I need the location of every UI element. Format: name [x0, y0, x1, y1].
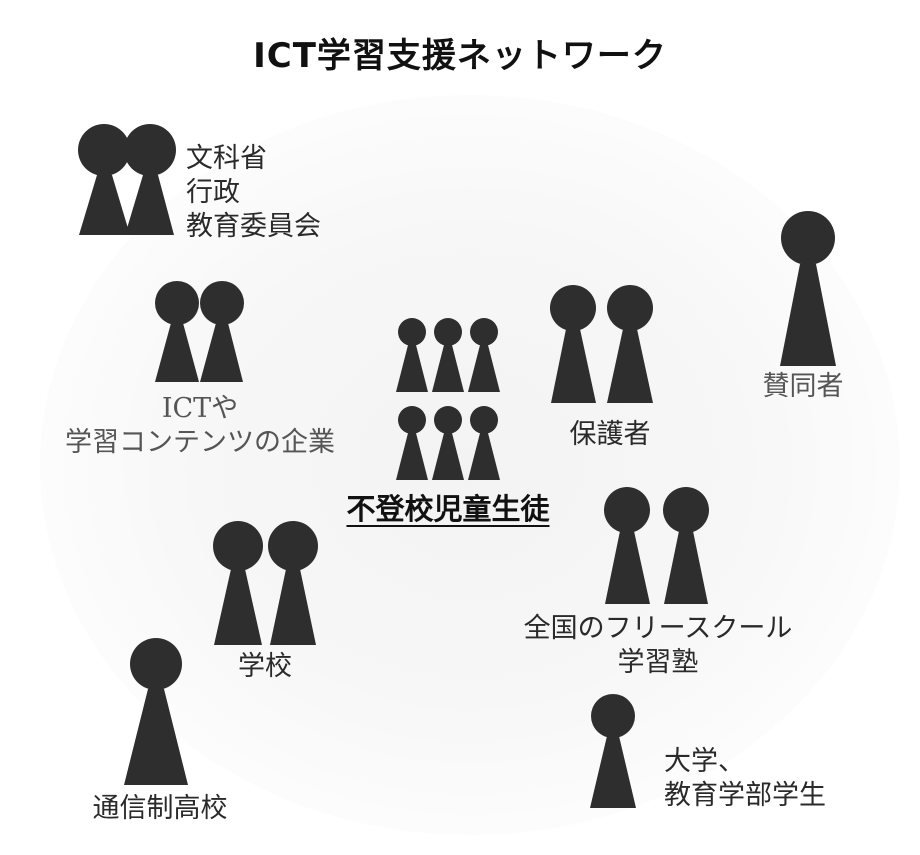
- person-figure-companies-2: [200, 281, 244, 382]
- label-companies: ICTや学習コンテンツの企業: [65, 393, 335, 458]
- person-figure-supporter: [780, 211, 836, 366]
- person-figure-student-6: [468, 406, 500, 480]
- diagram-title: ICT学習支援ネットワーク: [253, 36, 667, 76]
- person-figure-guardian-1: [550, 285, 596, 403]
- label-university: 大学、教育学部学生: [664, 746, 826, 811]
- person-figure-ministry-2: [124, 124, 176, 235]
- label-correspondence: 通信制高校: [92, 793, 228, 824]
- background-glow: [40, 95, 900, 835]
- label-freeschools: 全国のフリースクール学習塾: [523, 613, 793, 678]
- person-figure-guardian-2: [607, 285, 653, 403]
- person-figure-companies-1: [155, 281, 199, 382]
- label-schools: 学校: [238, 651, 292, 682]
- person-figure-school-1: [213, 521, 263, 645]
- person-figure-student-4: [396, 406, 428, 480]
- label-guardians: 保護者: [569, 419, 651, 450]
- person-figure-student-1: [396, 318, 428, 392]
- person-figure-freeschool-2: [663, 487, 709, 604]
- person-figure-school-2: [268, 521, 318, 645]
- person-figure-freeschool-1: [604, 487, 650, 604]
- person-figure-student-3: [468, 318, 500, 392]
- label-ministry: 文科省行政教育委員会: [186, 143, 321, 242]
- person-figure-student-5: [432, 406, 464, 480]
- person-figure-correspondence: [124, 638, 188, 785]
- person-figure-university: [590, 694, 636, 808]
- label-supporters: 賛同者: [762, 371, 844, 402]
- person-figure-ministry-1: [78, 124, 130, 235]
- label-students: 不登校児童生徒: [346, 492, 550, 526]
- person-figure-student-2: [432, 318, 464, 392]
